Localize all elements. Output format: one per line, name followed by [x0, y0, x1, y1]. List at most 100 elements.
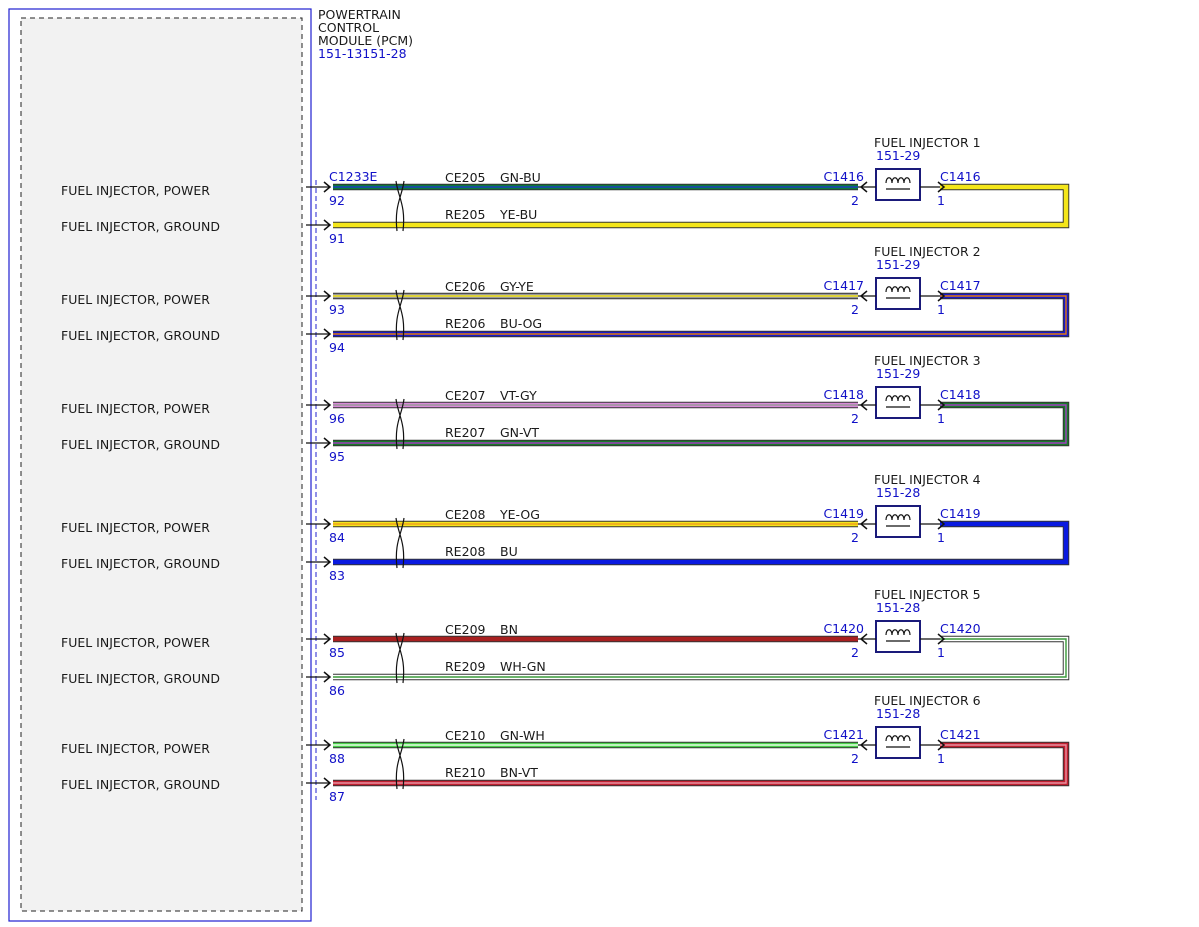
twist-mark-a — [395, 289, 405, 341]
injector-ref: 151-29 — [876, 257, 920, 272]
power-color-code: GN-WH — [500, 728, 545, 743]
power-pin-arrow — [323, 739, 332, 751]
ground-pin-number: 86 — [329, 683, 345, 698]
injector-name: FUEL INJECTOR 4 — [874, 472, 981, 487]
injector-name: FUEL INJECTOR 2 — [874, 244, 981, 259]
twist-mark-a — [395, 632, 405, 684]
power-pin-number: 85 — [329, 645, 345, 660]
injector-name: FUEL INJECTOR 5 — [874, 587, 981, 602]
injector-name: FUEL INJECTOR 1 — [874, 135, 981, 150]
pin-right-number: 1 — [937, 411, 945, 426]
ground-circuit-id: RE205 — [445, 207, 485, 222]
injector-ref: 151-28 — [876, 600, 920, 615]
power-pin-number: 84 — [329, 530, 345, 545]
power-color-code: VT-GY — [500, 388, 537, 403]
twist-mark-b — [395, 289, 405, 341]
injector-name: FUEL INJECTOR 6 — [874, 693, 981, 708]
injector-arrow-left — [859, 181, 868, 193]
pcm-title-line-1: POWERTRAIN — [318, 7, 401, 22]
ground-wire-outline — [333, 520, 1070, 566]
pcm-power-label: FUEL INJECTOR, POWER — [61, 401, 210, 416]
ground-color-code: BU — [500, 544, 518, 559]
coil-icon — [885, 514, 911, 527]
connector-left-label: C1419 — [823, 506, 864, 521]
pin-left-number: 2 — [851, 411, 859, 426]
pin-left-number: 2 — [851, 645, 859, 660]
ground-wire-outline — [333, 292, 1070, 338]
power-pin-arrow — [323, 399, 332, 411]
power-pin-arrow — [323, 518, 332, 530]
ground-wire-stripe — [333, 744, 1067, 784]
pcm-ground-label: FUEL INJECTOR, GROUND — [61, 437, 220, 452]
twist-mark-a — [395, 738, 405, 790]
pcm-power-label: FUEL INJECTOR, POWER — [61, 520, 210, 535]
pcm-power-label: FUEL INJECTOR, POWER — [61, 292, 210, 307]
circuit-row-3: FUEL INJECTOR, POWER FUEL INJECTOR, GROUN… — [61, 353, 1070, 464]
circuits-layer: FUEL INJECTOR, POWER FUEL INJECTOR, GROUN… — [61, 135, 1070, 804]
pin-right-number: 1 — [937, 751, 945, 766]
power-circuit-id: CE205 — [445, 170, 486, 185]
ground-wire-outline — [333, 183, 1070, 229]
coil-icon — [885, 177, 911, 190]
pin-left-number: 2 — [851, 302, 859, 317]
twist-mark-b — [395, 632, 405, 684]
pin-left-number: 2 — [851, 751, 859, 766]
connector-right-label: C1418 — [940, 387, 981, 402]
ground-pin-arrow — [323, 671, 332, 683]
power-circuit-id: CE208 — [445, 507, 486, 522]
ground-circuit-id: RE208 — [445, 544, 485, 559]
injector-arrow-left — [859, 290, 868, 302]
injector-arrow-right — [937, 739, 946, 751]
injector-box — [875, 168, 921, 201]
ground-wire-base — [333, 636, 1069, 680]
ground-pin-arrow — [323, 777, 332, 789]
pin-right-number: 1 — [937, 645, 945, 660]
ground-wire-stripe — [333, 638, 1067, 678]
connector-right-label: C1416 — [940, 169, 981, 184]
ground-wire-base — [333, 521, 1069, 565]
injector-arrow-left — [859, 518, 868, 530]
ground-pin-arrow — [323, 328, 332, 340]
pcm-inner-box — [20, 17, 303, 912]
pcm-outer-border — [8, 8, 312, 922]
injector-name: FUEL INJECTOR 3 — [874, 353, 981, 368]
injector-arrow-left — [859, 633, 868, 645]
power-circuit-id: CE210 — [445, 728, 486, 743]
pcm-module: POWERTRAIN CONTROL MODULE (PCM) 151-1315… — [8, 7, 413, 922]
injector-arrow-right — [937, 290, 946, 302]
twist-mark-b — [395, 517, 405, 569]
ground-pin-arrow — [323, 437, 332, 449]
injector-box — [875, 726, 921, 759]
injector-box — [875, 277, 921, 310]
twist-mark-b — [395, 180, 405, 232]
ground-color-code: BU-OG — [500, 316, 542, 331]
connector-right-label: C1420 — [940, 621, 981, 636]
power-pin-number: 92 — [329, 193, 345, 208]
power-circuit-id: CE207 — [445, 388, 486, 403]
ground-wire-stripe — [333, 295, 1067, 335]
injector-box — [875, 505, 921, 538]
connector-left-label: C1417 — [823, 278, 864, 293]
power-circuit-id: CE209 — [445, 622, 486, 637]
injector-box — [875, 386, 921, 419]
injector-ref: 151-29 — [876, 366, 920, 381]
ground-wire-stripe — [333, 404, 1067, 444]
pcm-power-label: FUEL INJECTOR, POWER — [61, 741, 210, 756]
twist-mark-a — [395, 517, 405, 569]
ground-circuit-id: RE206 — [445, 316, 485, 331]
power-color-code: GY-YE — [500, 279, 534, 294]
pcm-connector-label: C1233E — [329, 169, 378, 184]
injector-arrow-right — [937, 633, 946, 645]
pcm-ref: 151-13151-28 — [318, 46, 407, 61]
injector-ref: 151-28 — [876, 706, 920, 721]
ground-wire-outline — [333, 741, 1070, 787]
twist-mark-b — [395, 738, 405, 790]
ground-pin-number: 87 — [329, 789, 345, 804]
power-pin-number: 96 — [329, 411, 345, 426]
ground-color-code: GN-VT — [500, 425, 539, 440]
injector-arrow-right — [937, 518, 946, 530]
connector-right-label: C1417 — [940, 278, 981, 293]
